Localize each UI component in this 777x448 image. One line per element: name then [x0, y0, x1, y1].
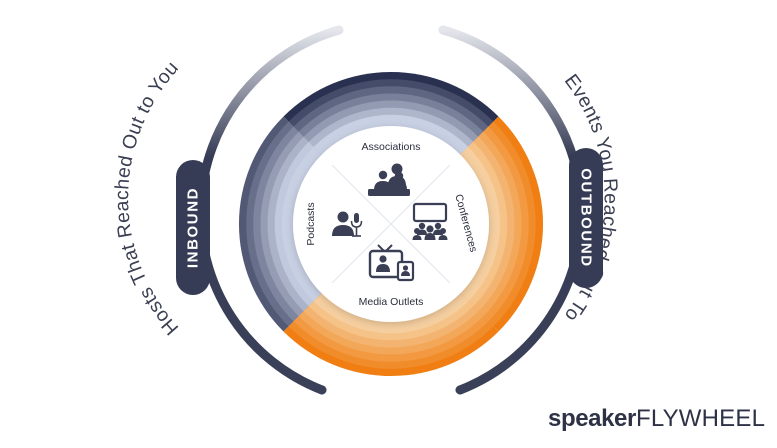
- outbound-pill: OUTBOUND: [569, 148, 603, 288]
- segment-label-associations: Associations: [362, 141, 421, 153]
- tv-media-icon: [368, 244, 415, 282]
- inbound-arc-label: Hosts That Reached Out to You: [111, 57, 183, 339]
- inbound-pill: INBOUND: [176, 160, 210, 295]
- inbound-pill-label: INBOUND: [185, 187, 202, 268]
- segment-label-media-outlets: Media Outlets: [359, 296, 424, 308]
- speaker-flywheel-logo: speakerFLYWHEEL: [548, 405, 765, 433]
- segment-dividers: [331, 164, 451, 284]
- conference-presentation-icon: [412, 202, 448, 240]
- outbound-pill-label: OUTBOUND: [578, 168, 595, 267]
- audience-group-icon: [368, 163, 410, 196]
- podcast-microphone-icon: [332, 211, 363, 237]
- brand-word-speaker: speaker: [548, 405, 636, 432]
- segment-label-podcasts: Podcasts: [305, 202, 317, 245]
- brand-word-flywheel: FLYWHEEL: [635, 405, 766, 432]
